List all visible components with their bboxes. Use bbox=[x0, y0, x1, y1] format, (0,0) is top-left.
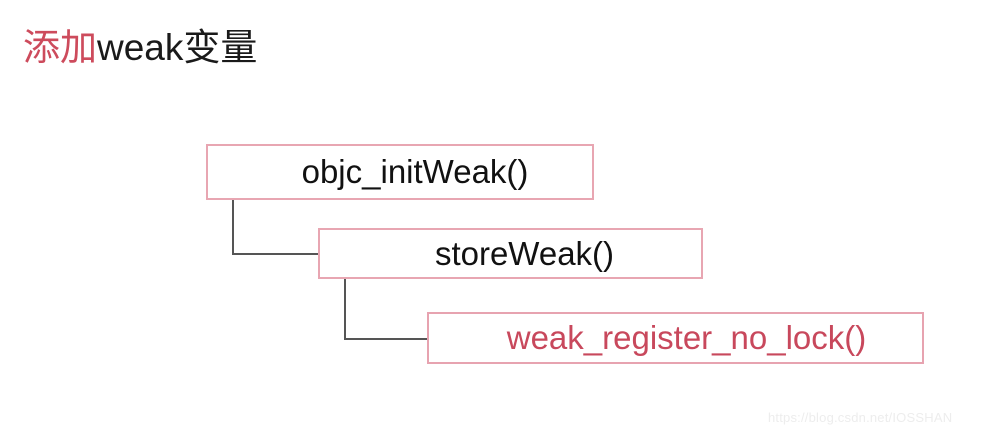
node-storeweak-label: storeWeak() bbox=[434, 234, 615, 272]
node-weak-register-no-lock: weak_register_no_lock() bbox=[427, 312, 924, 364]
node-objc-initweak-label: objc_initWeak() bbox=[301, 153, 529, 190]
page-title-rest-part: weak变量 bbox=[97, 27, 258, 68]
node-weak-register-no-lock-label: weak_register_no_lock() bbox=[506, 319, 867, 356]
connector-storeweak-to-weak-register-horizontal bbox=[344, 338, 429, 340]
node-objc-initweak: objc_initWeak() bbox=[206, 144, 594, 200]
page-title-cn-part: 添加 bbox=[23, 27, 97, 68]
connector-storeweak-to-weak-register-vertical bbox=[344, 278, 346, 340]
watermark: https://blog.csdn.net/IOSSHAN bbox=[768, 410, 953, 425]
connector-objc-initweak-to-storeweak-vertical bbox=[232, 199, 234, 255]
node-storeweak: storeWeak() bbox=[318, 228, 703, 279]
connector-objc-initweak-to-storeweak-horizontal bbox=[232, 253, 320, 255]
page-title: 添加weak变量 bbox=[23, 26, 257, 70]
